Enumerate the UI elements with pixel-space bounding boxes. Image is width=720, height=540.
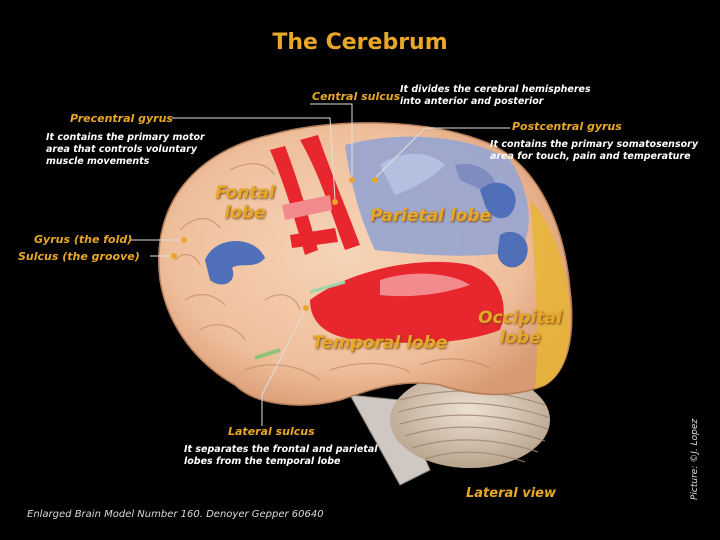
postcentral-gyrus-desc-line-1: It contains the primary somatosensory [490, 139, 699, 150]
central-sulcus-label: Central sulcus [312, 90, 401, 103]
occipital-lobe-line-2: lobe [499, 328, 541, 348]
lateral-sulcus-desc-line-2: lobes from the temporal lobe [184, 456, 341, 467]
parietal-lobe-label: Parietal lobe [370, 206, 492, 226]
precentral-strip [300, 135, 360, 250]
postcentral-gyrus-label: Postcentral gyrus [512, 120, 622, 133]
view-label: Lateral view [466, 486, 557, 501]
precentral-gyrus-desc-line-1: It contains the primary motor [46, 132, 205, 143]
frontal-lobe-line-1: Fontal [215, 183, 275, 203]
temporal-lobe-label: Temporal lobe [312, 333, 448, 353]
occipital-lobe-label: Occipital lobe [472, 308, 568, 348]
lateral-sulcus-desc: It separates the frontal and parietal lo… [184, 444, 378, 468]
page-title: The Cerebrum [272, 30, 448, 55]
precentral-gyrus-desc: It contains the primary motor area that … [46, 132, 205, 168]
precentral-gyrus-desc-line-3: muscle movements [46, 156, 150, 167]
occipital-lobe-line-1: Occipital [478, 308, 562, 328]
gyrus-label: Gyrus (the fold) [34, 233, 133, 246]
postcentral-gyrus-desc-line-2: area for touch, pain and temperature [490, 151, 691, 162]
lateral-sulcus-label: Lateral sulcus [228, 425, 315, 438]
picture-credit: Picture: ©J. Lopez [690, 418, 700, 500]
model-caption: Enlarged Brain Model Number 160. Denoyer… [27, 509, 324, 520]
central-sulcus-desc-line-2: into anterior and posterior [400, 96, 544, 107]
occipital-region [530, 200, 571, 388]
sulcus-label: Sulcus (the groove) [18, 250, 140, 263]
precentral-gyrus-desc-line-2: area that controls voluntary [46, 144, 198, 155]
brainstem [349, 394, 431, 486]
frontal-lobe-line-2: lobe [224, 203, 266, 223]
precentral-gyrus-label: Precentral gyrus [70, 112, 173, 125]
postcentral-gyrus-desc: It contains the primary somatosensory ar… [490, 139, 698, 163]
central-sulcus-desc: It divides the cerebral hemispheres into… [400, 84, 591, 108]
frontal-lobe-label: Fontal lobe [205, 183, 285, 223]
central-sulcus-desc-line-1: It divides the cerebral hemispheres [400, 84, 591, 95]
lateral-sulcus-desc-line-1: It separates the frontal and parietal [184, 444, 378, 455]
